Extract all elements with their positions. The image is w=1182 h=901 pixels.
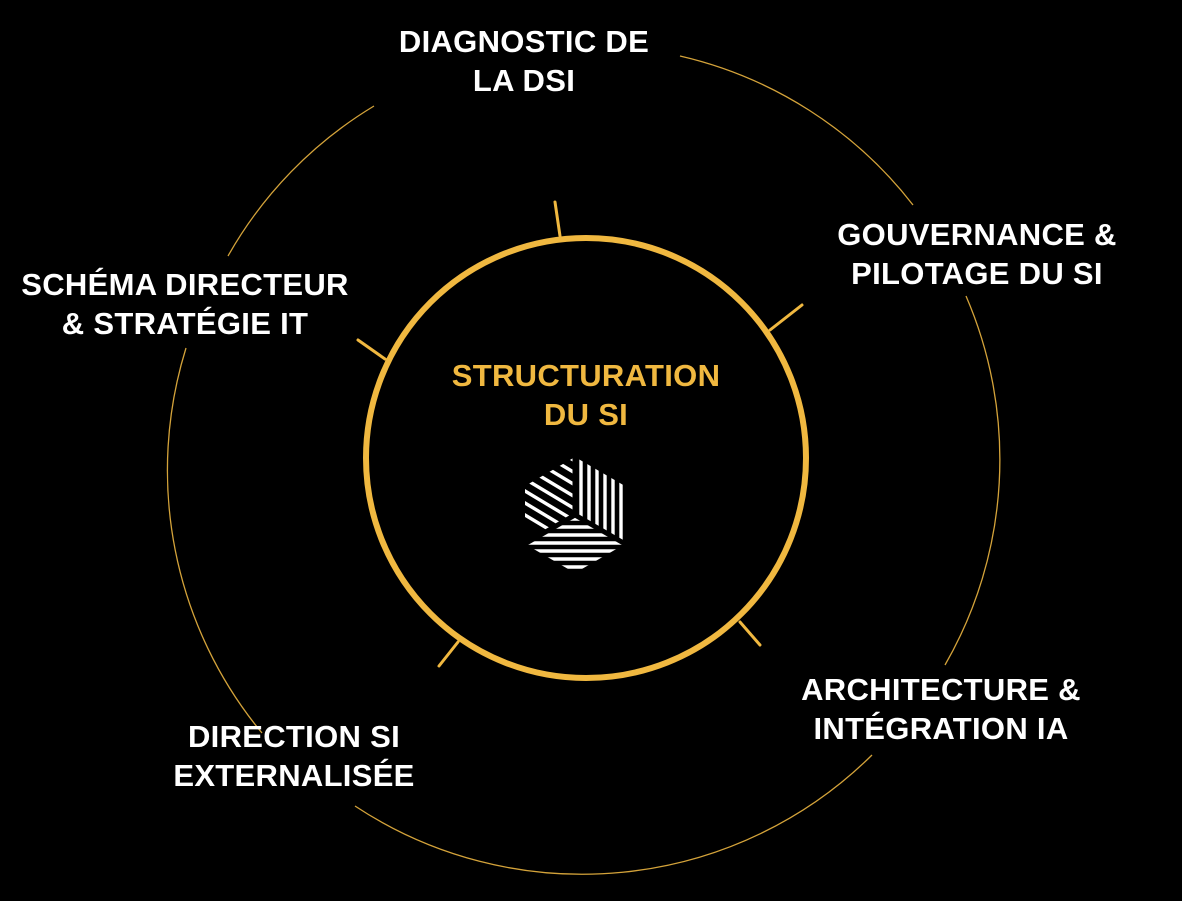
- node-gouvernance-line1: GOUVERNANCE &: [837, 217, 1117, 252]
- node-schema-line2: & STRATÉGIE IT: [61, 306, 309, 341]
- node-diagnostic-line2: LA DSI: [472, 63, 576, 98]
- outer-arc-5: [227, 105, 375, 257]
- node-direction-line2: EXTERNALISÉE: [173, 758, 415, 793]
- tick-architecture: [738, 620, 762, 647]
- node-architecture: ARCHITECTURE & INTÉGRATION IA: [786, 670, 1096, 748]
- outer-arc-1: [679, 55, 914, 206]
- tick-gouvernance: [768, 303, 804, 332]
- center-title-line2: DU SI: [543, 397, 629, 432]
- node-direction: DIRECTION SI EXTERNALISÉE: [144, 717, 444, 795]
- tick-direction: [437, 640, 460, 668]
- node-direction-line1: DIRECTION SI: [187, 719, 400, 754]
- node-gouvernance: GOUVERNANCE & PILOTAGE DU SI: [822, 215, 1132, 293]
- node-architecture-line1: ARCHITECTURE &: [801, 672, 1081, 707]
- node-schema: SCHÉMA DIRECTEUR & STRATÉGIE IT: [20, 265, 350, 343]
- tick-schema: [356, 338, 387, 361]
- outer-ring: [166, 55, 1001, 875]
- node-gouvernance-line2: PILOTAGE DU SI: [851, 256, 1103, 291]
- node-architecture-line2: INTÉGRATION IA: [813, 711, 1069, 746]
- outer-arc-3: [354, 754, 873, 875]
- node-diagnostic-line1: DIAGNOSTIC DE: [398, 24, 650, 59]
- node-schema-line1: SCHÉMA DIRECTEUR: [21, 267, 349, 302]
- center-title-line1: STRUCTURATION: [451, 358, 721, 393]
- ring-ticks: [356, 200, 804, 668]
- center-title: STRUCTURATION DU SI: [436, 356, 736, 434]
- node-diagnostic: DIAGNOSTIC DE LA DSI: [374, 22, 674, 100]
- inner-ring: [363, 235, 809, 681]
- outer-arc-4: [166, 347, 263, 734]
- tick-diagnostic: [553, 200, 562, 238]
- outer-arc-2: [944, 295, 1001, 666]
